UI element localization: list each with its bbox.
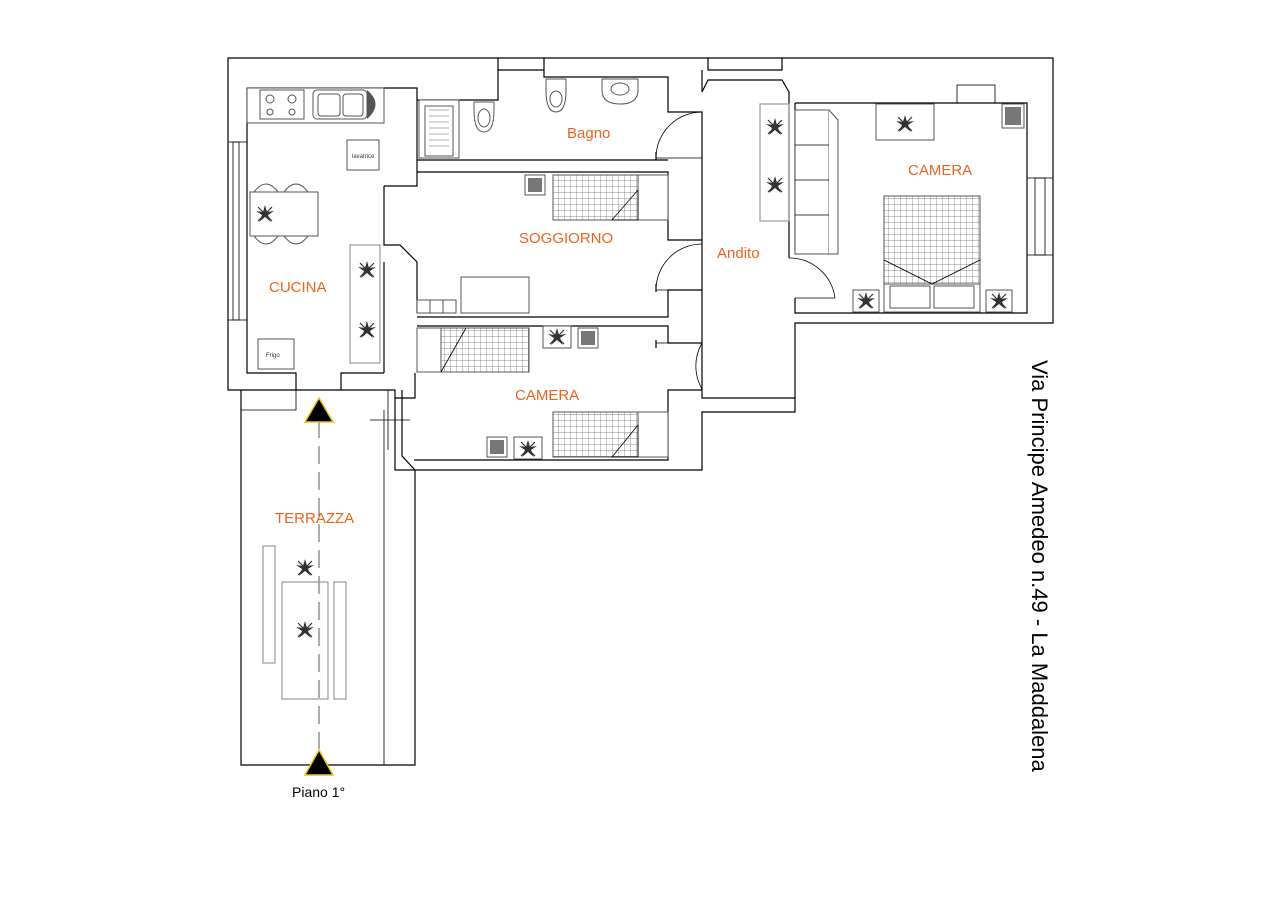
room-label-soggiorno: SOGGIORNO — [519, 230, 613, 247]
room-label-camera-right: CAMERA — [908, 162, 972, 179]
section-arrow-icon — [303, 748, 335, 776]
section-arrow-icon — [303, 396, 335, 423]
right-bedroom-furniture — [794, 103, 1025, 313]
doors — [655, 111, 836, 390]
plant-icon — [357, 320, 377, 339]
fridge-label: Frigo — [266, 353, 280, 359]
floor-label: Piano 1° — [292, 784, 345, 800]
plant-icon — [765, 175, 785, 194]
bathroom-furniture — [418, 78, 639, 159]
room-label-bagno: Bagno — [567, 125, 610, 142]
room-label-terrazza: TERRAZZA — [275, 510, 354, 527]
plant-icon — [765, 117, 785, 136]
kitchen-furniture: lavatrice Frigo — [246, 87, 385, 370]
plant-icon — [295, 620, 315, 639]
plant-icon — [357, 260, 377, 279]
address-label: Via Principe Amedeo n.49 - La Maddalena — [1027, 360, 1052, 773]
room-label-andito: Andito — [717, 245, 760, 262]
bottom-bedroom-furniture — [416, 325, 669, 460]
living-room-furniture — [416, 174, 669, 314]
washer-label: lavatrice — [352, 154, 375, 160]
terrace-outline — [240, 390, 416, 776]
plant-icon — [295, 558, 315, 577]
hallway-furniture — [759, 103, 790, 222]
room-label-cucina: CUCINA — [269, 279, 327, 296]
room-label-camera-bottom: CAMERA — [515, 387, 579, 404]
